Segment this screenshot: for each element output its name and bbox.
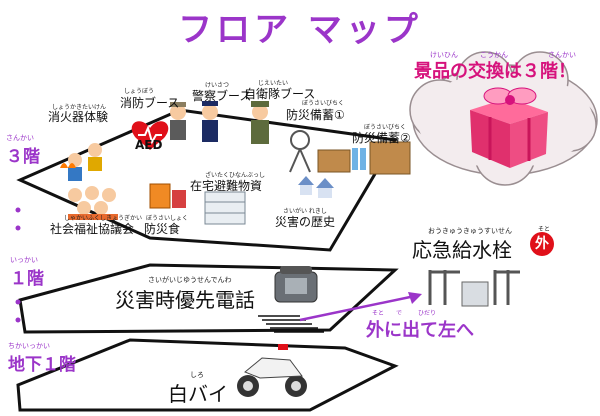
booth-food[interactable]: 防災食 [144, 222, 181, 236]
extinguisher-illustration [60, 143, 102, 181]
telephone-icon [274, 266, 318, 303]
fire-ruby: しょうぼう [124, 88, 155, 95]
motorcycle-icon [237, 344, 307, 397]
floor-1-label[interactable]: １階 [10, 269, 44, 289]
booth-welfare[interactable]: 社会福祉協議会 [50, 222, 135, 236]
police-ruby: けいさつ [205, 82, 230, 89]
exit-direction-label: 外に出て左へ [366, 320, 474, 341]
water-faucet-icon [428, 270, 520, 307]
phone-ruby: さいがいじゆうせんでんわ [148, 276, 232, 284]
floor-b1-label[interactable]: 地下１階 [8, 355, 76, 375]
firefighter-illustration [170, 102, 186, 140]
water-ruby: おうきゅうきゅうすいせん [428, 227, 512, 235]
booth-fire[interactable]: 消防ブース [120, 96, 180, 110]
floor-3-label[interactable]: ３階 [6, 147, 40, 167]
outside-ruby-de: で [396, 310, 403, 317]
gift-box-icon [470, 87, 548, 168]
prize-ruby-keihin: けいひん [430, 51, 458, 59]
police-officer-illustration [202, 101, 218, 142]
aed-label: AED [135, 138, 163, 152]
extinguisher-ruby: しょうかきたいけん [52, 104, 107, 111]
tripod-lamp-icon [289, 130, 311, 173]
bike-ruby: しろ [190, 371, 204, 379]
booth-home-supplies[interactable]: 在宅避難物資 [190, 179, 263, 193]
stockpile-boxes [317, 141, 411, 175]
booth-sdf[interactable]: 自衛隊ブース [244, 87, 316, 101]
supplies-shelf-icon [204, 191, 246, 225]
prize-notice: 景品の交換は３階！ [414, 61, 576, 82]
outside-ruby-soto: そと [372, 310, 385, 317]
stock1-ruby: ぼうさいびちく [302, 100, 345, 107]
history-houses-icon [298, 176, 334, 198]
outside-ruby-hidari: ひだり [418, 310, 437, 317]
prize-ruby-koukan: こうかん [480, 51, 508, 59]
prize-ruby-sankai: さんかい [548, 51, 576, 59]
booth-stock-1[interactable]: 防災備蓄① [286, 108, 345, 122]
aed-heart-icon [131, 121, 169, 150]
page-title: フロア マップ [178, 10, 422, 50]
stairs-graphic [258, 315, 324, 333]
exit-arrow [299, 292, 422, 322]
outside-badge: 外 [530, 232, 554, 256]
floor-1-ruby: いっかい [10, 256, 38, 264]
booth-police[interactable]: 警察ブース [192, 89, 252, 103]
sdf-ruby: じえいたい [258, 80, 289, 87]
booth-extinguisher[interactable]: 消火器体験 [48, 110, 109, 124]
crowd-illustration [68, 186, 118, 220]
water-tap-label[interactable]: 応急給水栓 [412, 238, 512, 262]
booth-history[interactable]: 災害の歴史 [275, 215, 336, 229]
floor-3-ruby: さんかい [6, 134, 34, 142]
food-ruby: ぼうさいしょく [146, 215, 189, 222]
history-ruby: さいがい れきし [283, 208, 327, 215]
home-ruby: ざいたくひなんぶっし [205, 172, 266, 179]
welfare-ruby: しゃかいふくしきょうぎかい [64, 215, 143, 222]
booth-stock-2[interactable]: 防災備蓄② [352, 131, 411, 145]
stock2-ruby: ぼうさいびちく [364, 124, 407, 131]
white-bike-label[interactable]: 白バイ [168, 382, 228, 406]
priority-phone-label[interactable]: 災害時優先電話 [115, 288, 255, 312]
soldier-illustration [251, 101, 269, 144]
water-badge-ruby: そと [538, 226, 551, 233]
floor-b1-ruby: ちかいっかい [8, 342, 50, 350]
emergency-food-icon [149, 183, 186, 209]
